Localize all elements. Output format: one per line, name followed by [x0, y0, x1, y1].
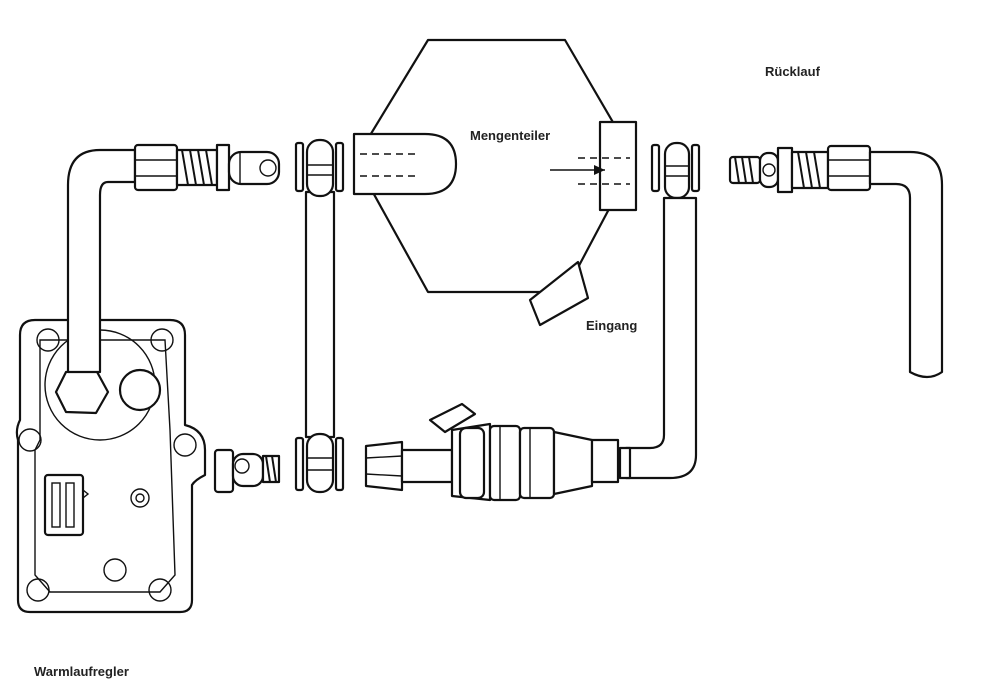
fuel-distributor [352, 38, 638, 327]
return-pipe [868, 150, 944, 379]
left-seal-pipe-assembly [294, 138, 345, 494]
bottom-left-bolt [213, 448, 281, 494]
injector-valve [364, 402, 620, 502]
label-eingang: Eingang [586, 318, 637, 333]
label-mengenteiler: Mengenteiler [470, 128, 550, 143]
warm-up-regulator [15, 318, 207, 614]
right-seal-pipe-assembly [618, 141, 701, 480]
label-warmlaufregler: Warmlaufregler [34, 664, 129, 679]
return-union [728, 144, 872, 194]
top-left-union [133, 143, 281, 192]
label-ruecklauf: Rücklauf [765, 64, 821, 79]
